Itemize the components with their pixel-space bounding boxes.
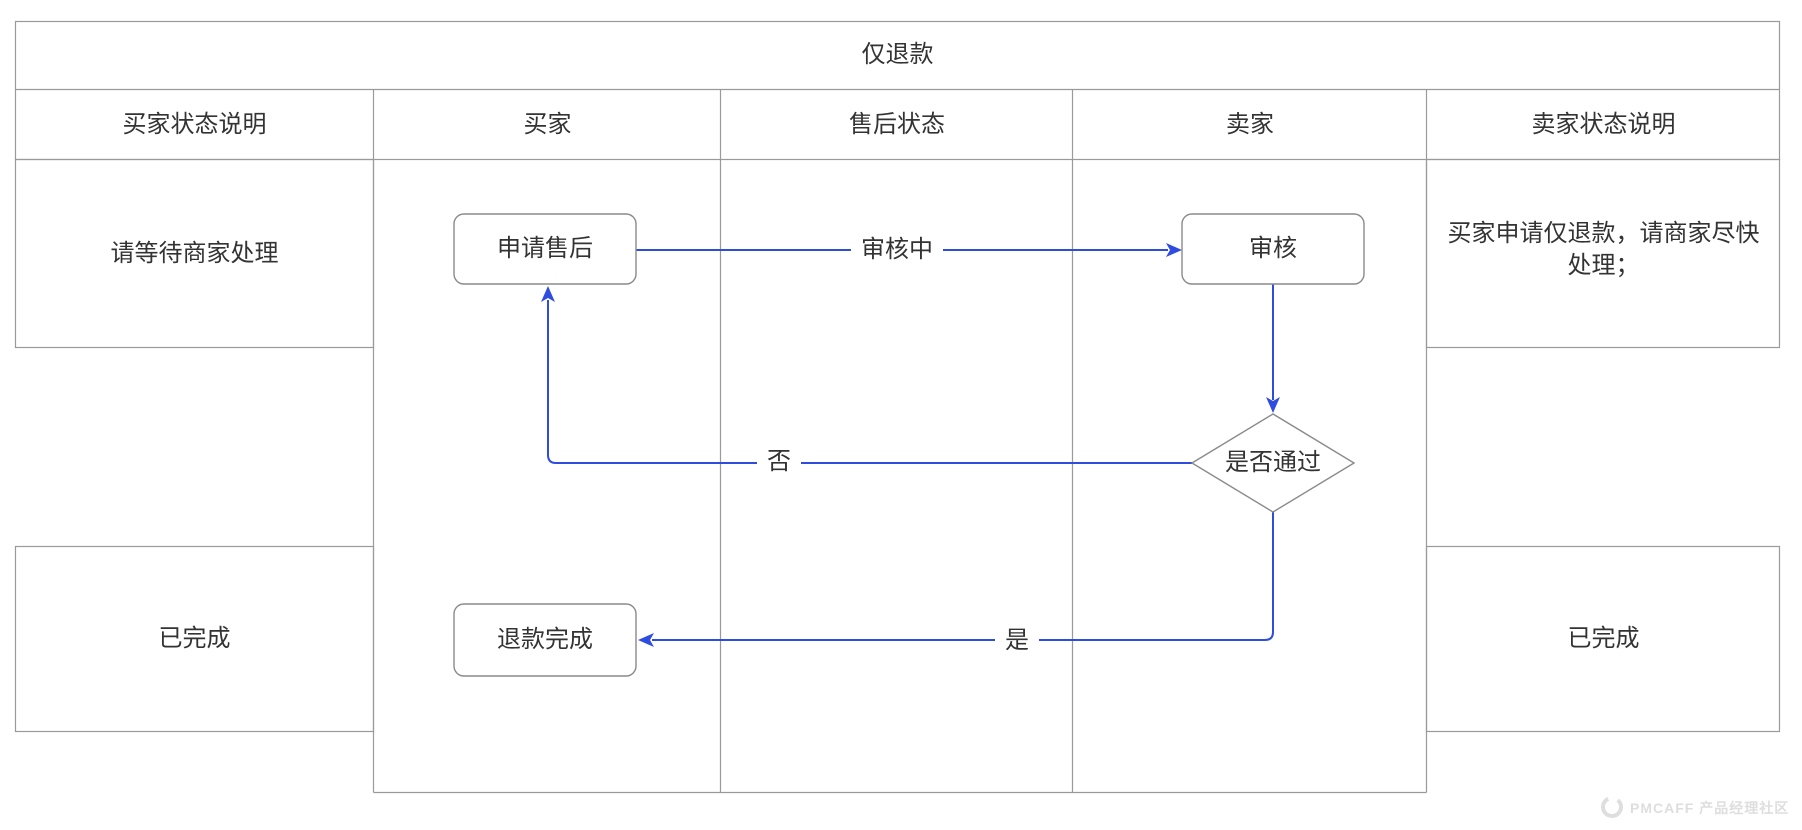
edge-label-no: 否 [757,444,801,480]
buyer-status-cell-2: 已完成 [158,625,231,653]
seller-status-cell-2: 已完成 [1567,625,1640,653]
buyer-status-cell-1: 请等待商家处理 [110,239,279,267]
node-refund-done-shape [453,603,637,677]
column-header-seller-status-note: 卖家状态说明 [1531,110,1676,138]
watermark-text: PMCAFF 产品经理社区 [1630,800,1790,816]
seller-status-cell-1-border [1425,158,1781,349]
seller-status-cell-1: 买家申请仅退款，请商家尽快处理； [1447,219,1760,279]
edge-decision-no-to-apply [547,300,1192,464]
arrowhead-down-decision [1266,397,1280,413]
node-review-label: 审核 [1249,234,1297,262]
buyer-status-cell-2-border [14,545,375,733]
column-header-buyer: 买家 [523,110,572,138]
edge-decision-yes-to-refund [652,512,1274,641]
node-review-shape [1181,213,1365,285]
diagram-title: 仅退款 [861,41,934,69]
node-refund-done-label: 退款完成 [497,625,593,653]
node-pass-decision-label: 是否通过 [1225,448,1321,476]
arrowhead-left-refund [638,633,654,647]
arrowhead-right-review [1166,243,1182,257]
node-apply-aftersale-shape [453,213,637,285]
buyer-status-cell-1-border [14,158,375,349]
pmcaff-logo-icon [1601,795,1623,818]
node-apply-aftersale-label: 申请售后 [497,234,593,262]
edge-label-reviewing: 审核中 [851,232,943,268]
node-pass-decision-shape [1190,413,1356,513]
edge-label-yes: 是 [995,623,1039,659]
table-outer-border [14,20,1781,161]
column-header-buyer-status-note: 买家状态说明 [122,110,267,138]
arrowhead-up-apply [541,286,555,302]
column-header-aftersale-status: 售后状态 [849,110,945,138]
column-header-seller: 卖家 [1226,110,1274,138]
seller-status-cell-2-border [1425,545,1781,733]
